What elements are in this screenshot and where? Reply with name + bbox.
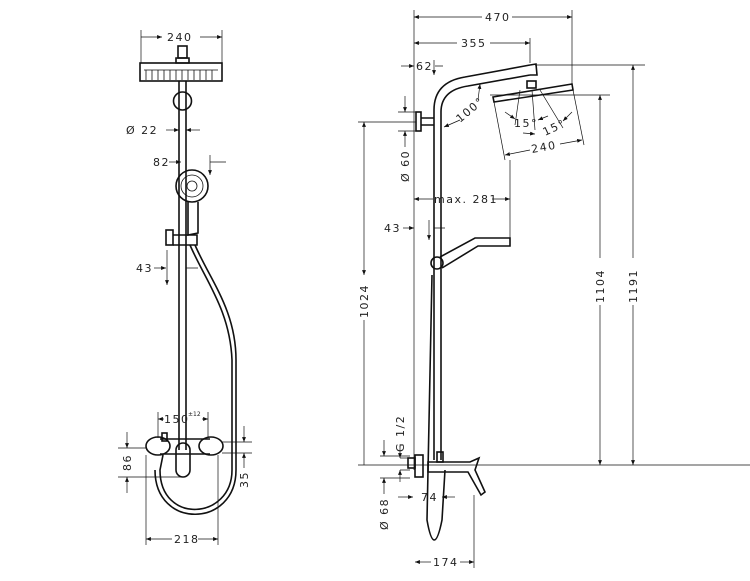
dim-arm-angle: 100°	[454, 94, 487, 125]
hose-side	[426, 274, 446, 541]
wall-bracket-side	[415, 111, 434, 132]
dim-spray-angle-right: 15°	[541, 117, 568, 139]
dim-hand-shower-reach: max. 281	[434, 193, 498, 206]
dim-total-projection: 470	[485, 11, 511, 24]
shower-arm-side	[433, 63, 538, 460]
hand-shower-side	[430, 237, 511, 270]
front-view: 240 Ø 22 82 43 150 ±12 86 35 218	[118, 30, 252, 546]
dim-holder-offset: 43	[136, 262, 153, 275]
dim-pipe-diameter: Ø 22	[126, 124, 158, 137]
dim-wall-bracket-diameter: Ø 60	[399, 150, 412, 182]
dim-spray-angle-left: 15°	[514, 117, 538, 130]
dim-outlet-offset: 35	[238, 471, 251, 488]
side-view: 470 355 62 100° 15° 15° 240 Ø 60 max. 28…	[358, 10, 750, 569]
mixer-front	[145, 432, 224, 478]
dim-holder-offset-side: 43	[384, 222, 401, 235]
dim-head-width: 240	[167, 31, 193, 44]
dim-arm-projection: 355	[461, 37, 487, 50]
hand-shower-front	[165, 169, 209, 246]
dim-mixer-centers-tolerance: ±12	[188, 411, 201, 418]
dim-mixer-depth: 74	[421, 491, 438, 504]
dim-mixer-height: 86	[121, 454, 134, 471]
overhead-shower-front	[139, 45, 223, 82]
hose-front-inner	[154, 244, 237, 515]
shower-pipe-front	[172, 81, 193, 450]
dim-mixer-centers: 150	[164, 413, 190, 426]
dim-mixer-width: 218	[174, 533, 200, 546]
dim-height-total: 1191	[627, 269, 640, 303]
hose-front	[159, 244, 233, 511]
mixer-side	[407, 451, 486, 497]
dim-rosette-diameter: Ø 68	[378, 498, 391, 530]
dim-height-bracket: 1024	[358, 284, 371, 318]
dim-height-head: 1104	[594, 269, 607, 303]
dim-head-width-side: 240	[530, 139, 557, 156]
dim-mixer-projection: 174	[433, 556, 459, 569]
dim-hand-shower-width: 82	[153, 156, 170, 169]
dim-connection-thread: G 1/2	[394, 415, 407, 452]
dim-wall-offset: 62	[416, 60, 433, 73]
